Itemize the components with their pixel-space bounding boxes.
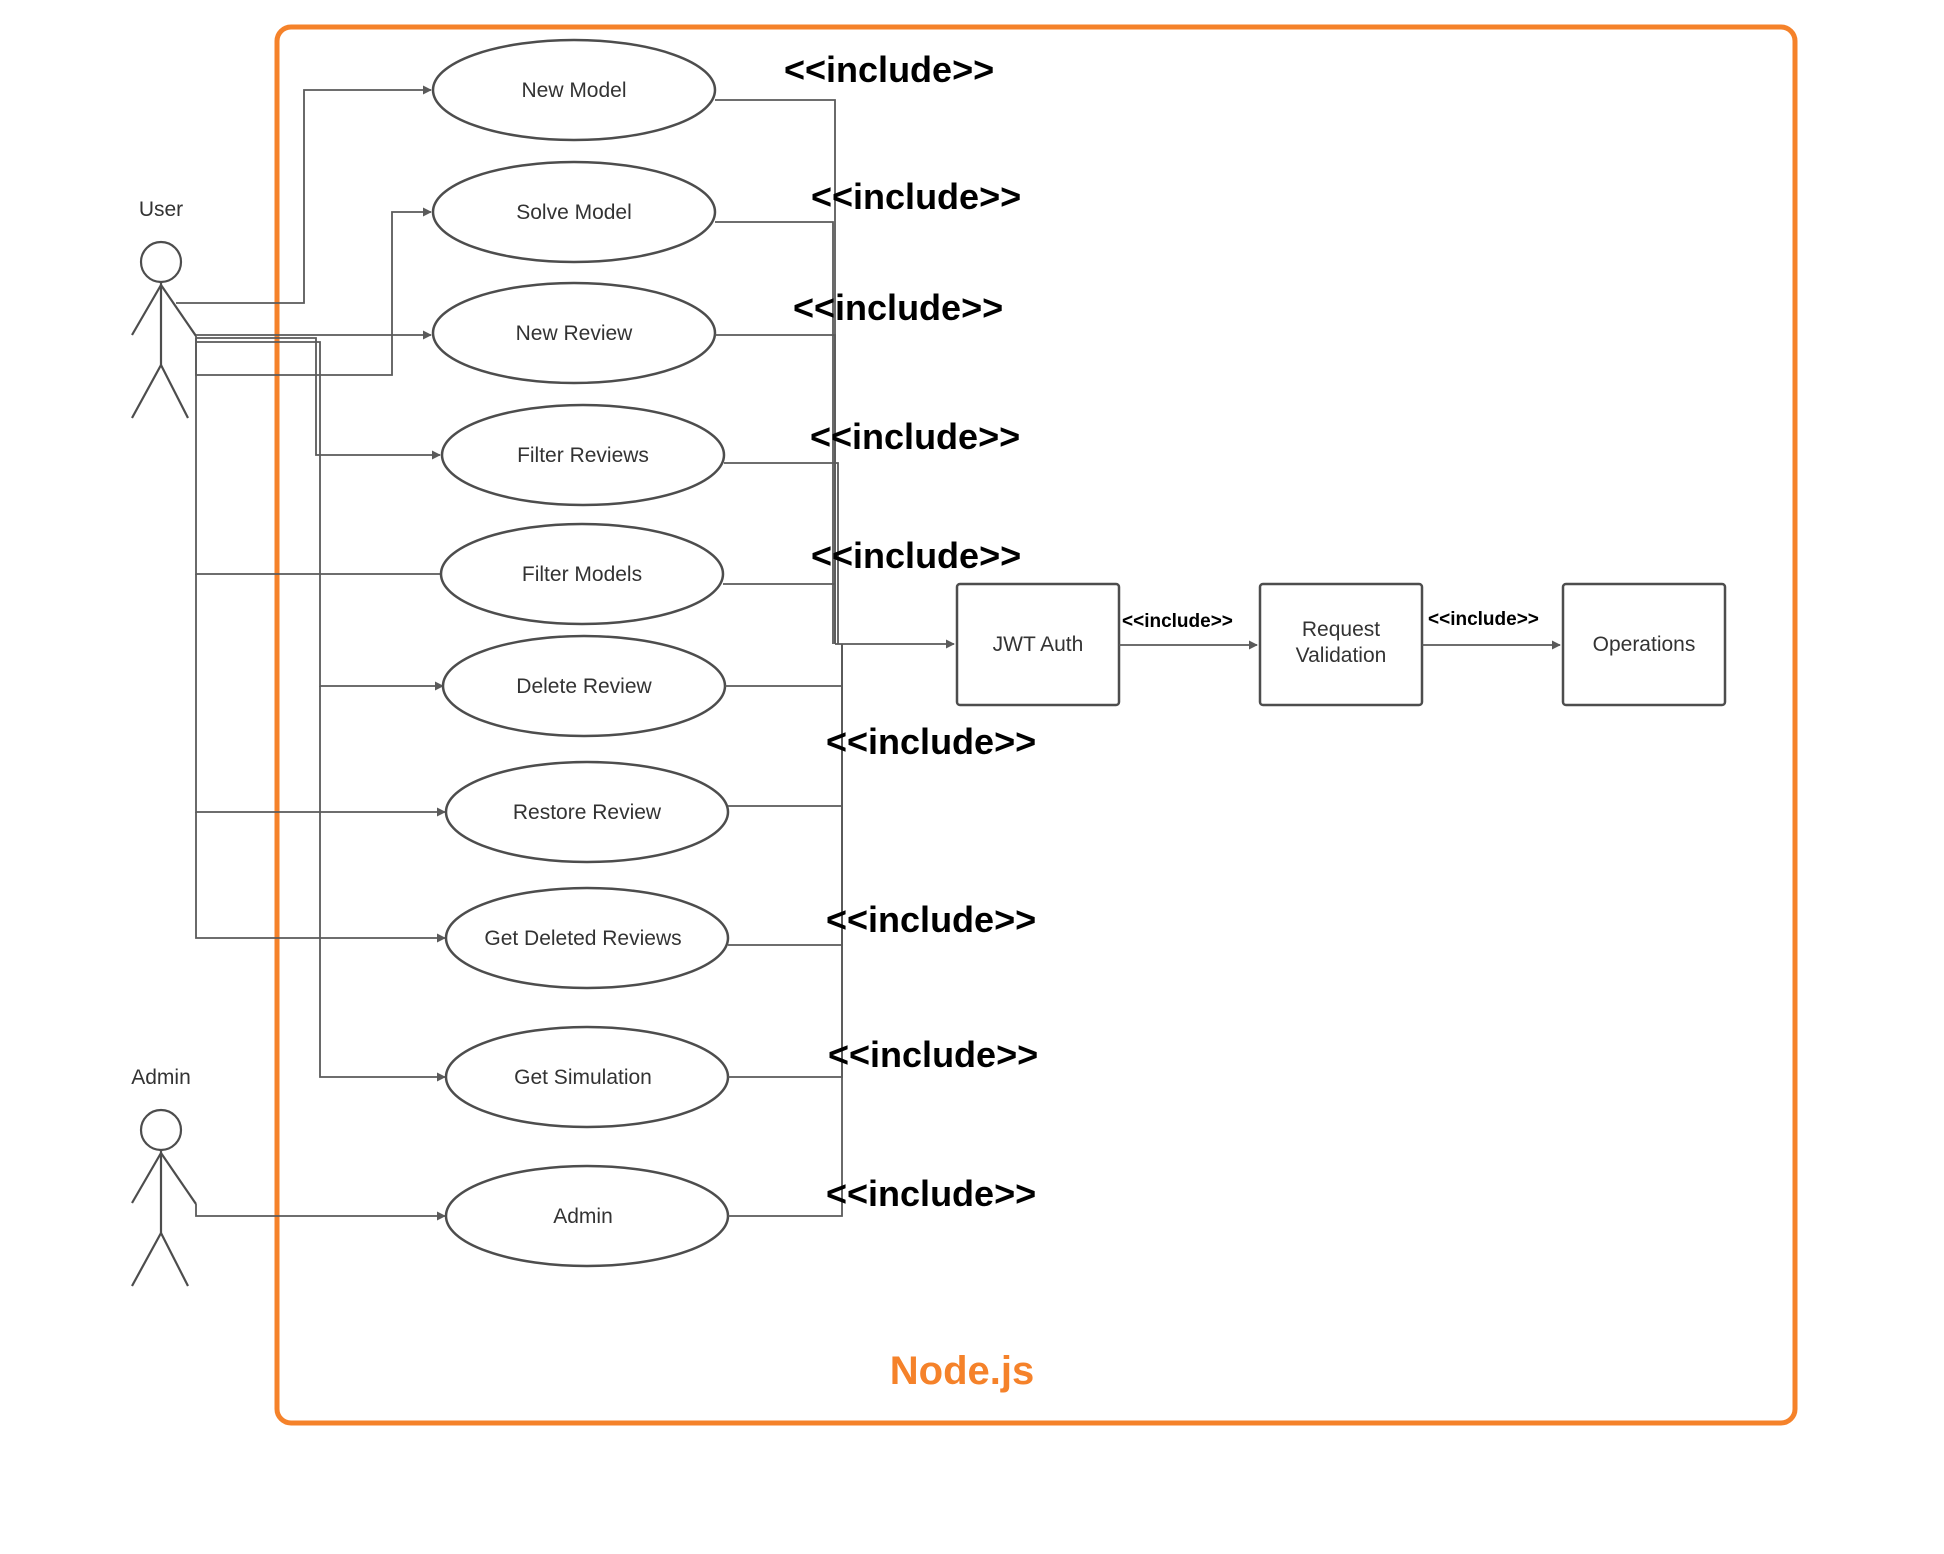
user-actor: User xyxy=(131,198,197,419)
request-validation-label-line2: Validation xyxy=(1296,644,1387,667)
use-case-label: Get Deleted Reviews xyxy=(484,927,681,950)
include-label: <<include>> xyxy=(826,899,1036,940)
include-label: <<include>> xyxy=(828,1034,1038,1075)
use-case-get-simulation[interactable]: Get Simulation xyxy=(444,1025,730,1129)
use-case-delete-review[interactable]: Delete Review xyxy=(441,634,727,738)
use-case-label: Restore Review xyxy=(513,801,662,824)
use-case-label: Get Simulation xyxy=(514,1066,652,1089)
include-label: <<include>> xyxy=(811,535,1021,576)
admin-actor: Admin xyxy=(131,1066,197,1287)
use-case-solve-model[interactable]: Solve Model xyxy=(431,160,717,264)
use-case-new-review[interactable]: New Review xyxy=(431,281,717,385)
include-label: <<include>> xyxy=(811,176,1021,217)
use-case-label: Filter Reviews xyxy=(517,444,649,467)
jwt-auth-label: JWT Auth xyxy=(993,633,1084,656)
use-case-label: New Model xyxy=(521,79,626,102)
use-case-get-deleted-reviews[interactable]: Get Deleted Reviews xyxy=(444,886,730,990)
include-label-small: <<include>> xyxy=(1428,609,1539,630)
include-label: <<include>> xyxy=(826,1173,1036,1214)
include-connectors xyxy=(715,99,955,1217)
use-case-label: Filter Models xyxy=(522,563,642,586)
request-validation-label-line1: Request xyxy=(1302,618,1380,641)
use-case-restore-review[interactable]: Restore Review xyxy=(444,760,730,864)
use-case-label: Solve Model xyxy=(516,201,632,224)
include-label: <<include>> xyxy=(826,721,1036,762)
use-case-new-model[interactable]: New Model xyxy=(431,38,717,142)
use-case-label: New Review xyxy=(516,322,634,345)
jwt-auth-box[interactable]: JWT Auth xyxy=(955,582,1121,707)
use-case-label: Delete Review xyxy=(516,675,652,698)
operations-box[interactable]: Operations xyxy=(1561,582,1727,707)
include-label: <<include>> xyxy=(784,49,994,90)
user-actor-label: User xyxy=(139,198,183,221)
use-case-label: Admin xyxy=(553,1205,613,1228)
system-boundary xyxy=(274,24,1798,1426)
include-label: <<include>> xyxy=(793,287,1003,328)
include-label: <<include>> xyxy=(810,416,1020,457)
actor-associations xyxy=(176,85,462,1221)
include-label-small: <<include>> xyxy=(1122,611,1233,632)
include-labels: <<include>> <<include>> <<include>> <<in… xyxy=(784,49,1038,1214)
system-label: Node.js xyxy=(890,1349,1034,1393)
admin-actor-label: Admin xyxy=(131,1066,191,1089)
request-validation-box[interactable]: Request Validation xyxy=(1258,582,1424,707)
use-case-filter-reviews[interactable]: Filter Reviews xyxy=(440,403,726,507)
operations-label: Operations xyxy=(1593,633,1696,656)
use-case-admin[interactable]: Admin xyxy=(444,1164,730,1268)
use-case-filter-models[interactable]: Filter Models xyxy=(439,522,725,626)
